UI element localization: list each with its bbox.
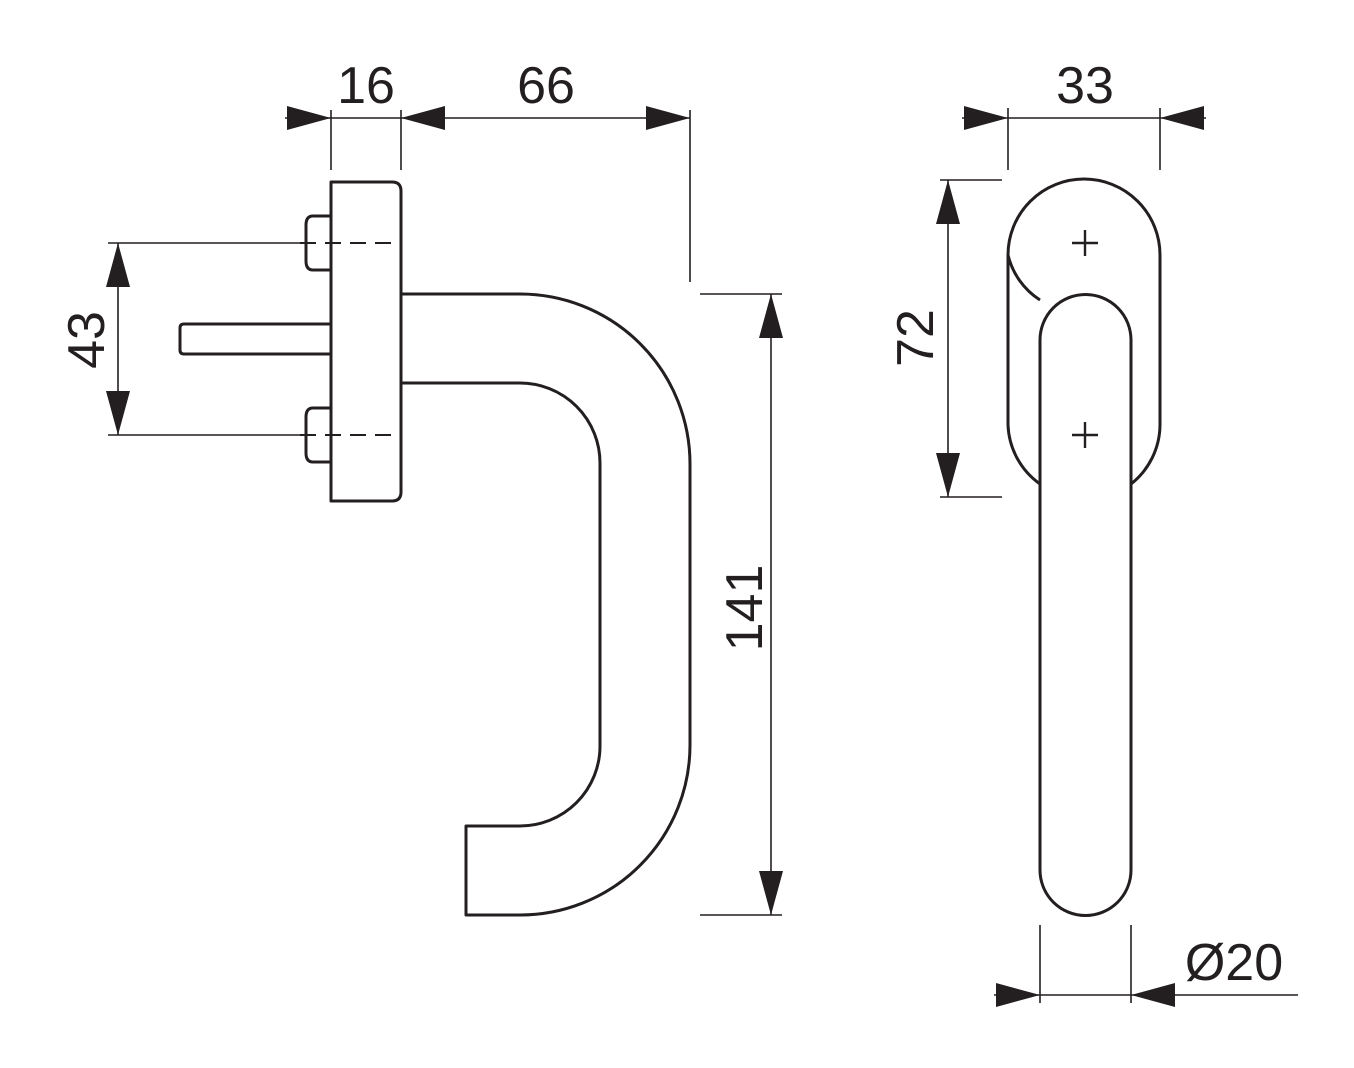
rosette-front-lower — [1006, 255, 1041, 486]
handle-lever — [401, 292, 692, 917]
dim-rosette-height: 72 — [887, 179, 1002, 498]
side-view — [178, 180, 692, 917]
arrowhead — [1131, 983, 1175, 1007]
arrowhead — [759, 871, 783, 915]
rosette-plate — [329, 180, 403, 503]
grip-front — [1038, 293, 1133, 917]
dim-label-16: 16 — [337, 57, 395, 115]
front-view — [1006, 177, 1162, 917]
dim-handle-length: 141 — [700, 293, 783, 916]
arrowhead — [936, 453, 960, 497]
dim-label-33: 33 — [1056, 57, 1114, 115]
arrowhead — [287, 106, 331, 130]
dim-label-141: 141 — [716, 565, 774, 652]
square-spindle — [178, 322, 331, 356]
dim-handle-projection: 66 — [517, 57, 691, 282]
dim-rosette-width: 33 — [962, 57, 1206, 170]
dim-label-43: 43 — [58, 311, 116, 369]
screw-mark-lower — [1072, 422, 1098, 448]
arrowhead — [1160, 106, 1204, 130]
dim-label-72: 72 — [887, 309, 945, 367]
arrowhead — [759, 294, 783, 338]
arrowhead — [106, 243, 130, 287]
dim-label-66: 66 — [517, 57, 575, 115]
arrowhead — [401, 106, 445, 130]
dim-grip-diameter: Ø20 — [994, 925, 1298, 1007]
dim-screw-spacing: 43 — [58, 242, 300, 436]
arrowhead — [936, 180, 960, 224]
screw-mark-upper — [1072, 230, 1098, 256]
dim-rosette-thickness: 16 — [285, 57, 690, 170]
arrowhead — [964, 106, 1008, 130]
arrowhead — [646, 106, 690, 130]
arrowhead — [106, 391, 130, 435]
dim-label-diameter: Ø20 — [1185, 934, 1283, 992]
arrowhead — [996, 983, 1040, 1007]
